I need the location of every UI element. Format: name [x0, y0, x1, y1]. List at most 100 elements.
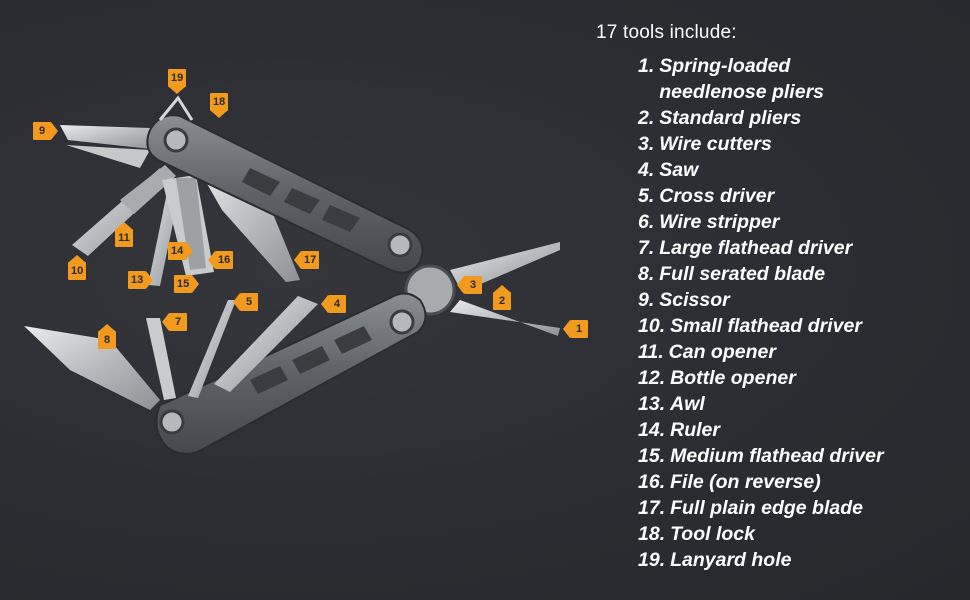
tool-number: 5.: [638, 185, 655, 207]
tool-list-item: 13.Awl: [638, 391, 966, 417]
scissor-graphic: [60, 125, 160, 150]
upper-pivot-screw: [163, 127, 189, 153]
tool-label: Scissor: [659, 289, 730, 311]
tool-number: 10.: [638, 315, 666, 337]
tool-label: Standard pliers: [659, 107, 802, 129]
tool-number: 9.: [638, 289, 655, 311]
upper-rear-screw: [387, 232, 413, 258]
tool-number: 19.: [638, 549, 666, 571]
callout-9: 9: [33, 122, 58, 140]
tool-number: 7.: [638, 237, 655, 259]
pliers-graphic: [404, 242, 560, 336]
tool-number: 8.: [638, 263, 655, 285]
callout-19-label: 19: [168, 69, 187, 87]
callout-18-label: 18: [210, 93, 229, 111]
tool-number: 16.: [638, 471, 666, 493]
plain-blade-graphic: [198, 168, 300, 282]
tool-label: Full plain edge blade: [670, 497, 863, 519]
callout-16: 16: [208, 251, 234, 269]
callout-19: 19: [168, 69, 187, 94]
tool-label: File (on reverse): [670, 471, 821, 493]
callout-10: 10: [68, 255, 87, 280]
tool-number: 15.: [638, 445, 666, 467]
tool-list-item: 15.Medium flathead driver: [638, 443, 966, 469]
callout-1: 1: [563, 320, 588, 338]
tool-list-item: 11.Can opener: [638, 339, 966, 365]
callout-8: 8: [98, 324, 116, 349]
lower-tools: [24, 296, 318, 410]
tool-list-item: 19.Lanyard hole: [638, 547, 966, 573]
callout-13: 13: [128, 271, 154, 289]
tool-list-item: 7.Large flathead driver: [638, 235, 966, 261]
tool-label: Saw: [659, 159, 699, 181]
tool-list-item: 2.Standard pliers: [638, 105, 966, 131]
callout-2-label: 2: [493, 292, 511, 310]
tool-number: 4.: [638, 159, 655, 181]
callout-5: 5: [233, 293, 258, 311]
tool-list-item: 8.Full serated blade: [638, 261, 966, 287]
callout-11: 11: [115, 222, 133, 247]
tool-list-panel: 17 tools include: 1.Spring-loaded needle…: [596, 22, 966, 573]
lanyard-hole-graphic: [158, 95, 194, 121]
tool-number: 2.: [638, 107, 655, 129]
callout-4-label: 4: [328, 295, 346, 313]
multitool-graphic: [24, 95, 560, 455]
callout-13-label: 13: [128, 271, 147, 289]
upper-handle-graphic: [146, 114, 424, 274]
tool-label: Cross driver: [659, 185, 775, 207]
tool-list-item: 14.Ruler: [638, 417, 966, 443]
callout-5-label: 5: [240, 293, 258, 311]
tool-label: Medium flathead driver: [670, 445, 884, 467]
tool-list-item: 3.Wire cutters: [638, 131, 966, 157]
can-opener-graphic: [120, 165, 176, 214]
tool-label: Tool lock: [670, 523, 755, 545]
tool-list-item: 1.Spring-loaded needlenose pliers: [638, 53, 966, 105]
upper-handle-cutouts: [242, 168, 360, 232]
tool-list-item: 16.File (on reverse): [638, 469, 966, 495]
tool-label: Large flathead driver: [659, 237, 853, 259]
tool-list-item: 5.Cross driver: [638, 183, 966, 209]
tool-list-item: 12.Bottle opener: [638, 365, 966, 391]
tool-number: 3.: [638, 133, 655, 155]
callout-17-label: 17: [301, 251, 320, 269]
upper-tools: [60, 125, 300, 286]
callout-3-label: 3: [464, 276, 482, 294]
tool-number: 13.: [638, 393, 666, 415]
tool-list-item: 9.Scissor: [638, 287, 966, 313]
callout-7: 7: [162, 313, 187, 331]
callout-15: 15: [174, 275, 200, 293]
callout-14-label: 14: [168, 242, 187, 260]
cross-driver-graphic: [188, 300, 236, 398]
tool-label: Wire stripper: [659, 211, 780, 233]
callout-11-label: 11: [115, 229, 133, 247]
tool-number: 1.: [638, 55, 655, 77]
tool-number: 14.: [638, 419, 666, 441]
list-heading: 17 tools include:: [596, 22, 737, 43]
serrated-blade-graphic: [24, 326, 160, 410]
scissor-lower-graphic: [66, 145, 150, 168]
tool-number: 12.: [638, 367, 666, 389]
tool-list-item: 18.Tool lock: [638, 521, 966, 547]
lower-handle-cutouts: [250, 326, 372, 394]
callout-1-label: 1: [570, 320, 588, 338]
callout-15-label: 15: [174, 275, 193, 293]
tool-number: 6.: [638, 211, 655, 233]
callout-18: 18: [210, 93, 229, 118]
callout-8-label: 8: [98, 331, 116, 349]
tool-number: 11.: [638, 341, 664, 363]
tool-list-item: 10.Small flathead driver: [638, 313, 966, 339]
tool-number: 17.: [638, 497, 666, 519]
callout-16-label: 16: [215, 251, 234, 269]
callout-9-label: 9: [33, 122, 51, 140]
callout-3: 3: [457, 276, 482, 294]
tool-label: Ruler: [670, 419, 720, 441]
tool-list-item: 17.Full plain edge blade: [638, 495, 966, 521]
tool-label: Full serated blade: [659, 263, 826, 285]
tool-label: Small flathead driver: [670, 315, 862, 337]
tool-label: Awl: [670, 393, 705, 415]
tool-label: Spring-loaded needlenose pliers: [659, 55, 824, 103]
tool-number: 18.: [638, 523, 666, 545]
saw-graphic: [214, 296, 318, 392]
tool-list-item: 6.Wire stripper: [638, 209, 966, 235]
